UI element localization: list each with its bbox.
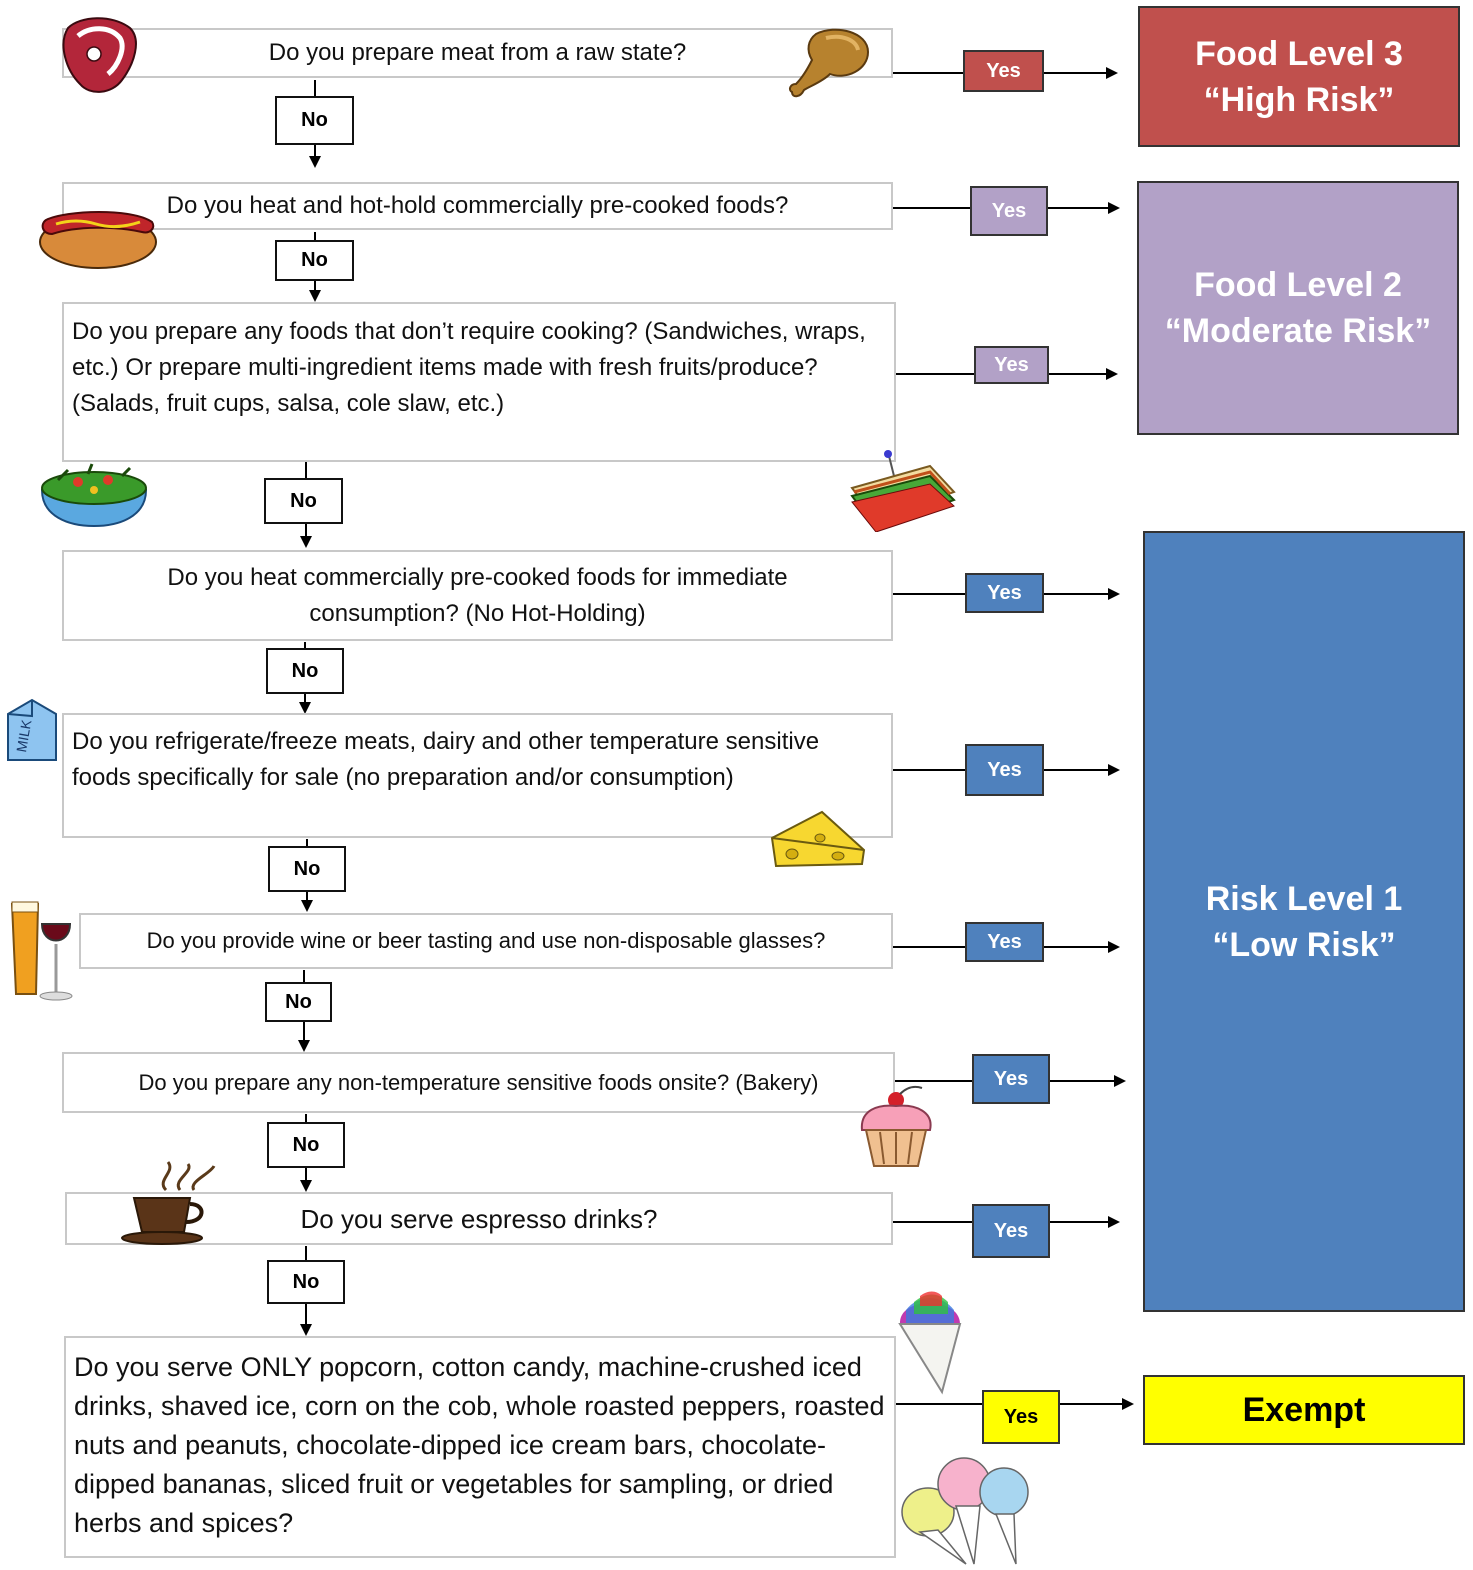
chicken-leg-icon — [788, 28, 870, 98]
question-box-1: Do you prepare meat from a raw state? — [62, 28, 893, 78]
question-box-2: Do you heat and hot-hold commercially pr… — [62, 182, 893, 230]
svg-text:MILK: MILK — [13, 718, 35, 754]
yes-label: Yes — [963, 50, 1044, 92]
level-title: Risk Level 1 — [1205, 879, 1403, 918]
yes-label: Yes — [972, 1204, 1050, 1258]
cupcake-icon — [860, 1085, 932, 1167]
hot-dog-icon — [39, 211, 157, 269]
cotton-candy-icon — [901, 1457, 1029, 1565]
question-text: Do you prepare meat from a raw state? — [268, 39, 687, 66]
no-label: No — [267, 1122, 345, 1168]
level-title: Food Level 2 — [1194, 266, 1402, 304]
milk-carton-icon: MILK — [7, 698, 57, 761]
sandwich-icon — [850, 450, 956, 532]
food-level-2-box: Food Level 2 “Moderate Risk” — [1137, 181, 1459, 435]
question-box-8: Do you serve espresso drinks? — [65, 1192, 893, 1245]
question-text: Do you prepare any foods that don’t requ… — [72, 318, 866, 417]
level-subtitle: “Low Risk” — [1212, 925, 1396, 964]
no-label: No — [268, 846, 346, 892]
yes-label: Yes — [972, 1054, 1050, 1104]
yes-label: Yes — [965, 922, 1044, 962]
question-box-4: Do you heat commercially pre-cooked food… — [62, 550, 893, 641]
level-subtitle: “High Risk” — [1203, 80, 1395, 119]
yes-label: Yes — [965, 573, 1044, 613]
no-label: No — [267, 1260, 345, 1304]
no-label: No — [266, 648, 344, 694]
level-title: Exempt — [1242, 1391, 1366, 1429]
exempt-box: Exempt — [1143, 1375, 1465, 1445]
cheese-icon — [770, 810, 866, 868]
question-text: Do you provide wine or beer tasting and … — [146, 928, 826, 953]
yes-label: Yes — [970, 186, 1048, 236]
level-title: Food Level 3 — [1195, 34, 1403, 73]
question-box-5: Do you refrigerate/freeze meats, dairy a… — [62, 713, 893, 838]
question-box-7: Do you prepare any non-temperature sensi… — [62, 1052, 895, 1113]
question-text: Do you heat commercially pre-cooked food… — [167, 563, 788, 627]
question-text: Do you serve ONLY popcorn, cotton candy,… — [74, 1352, 885, 1538]
steak-icon — [62, 17, 137, 93]
risk-level-1-box: Risk Level 1 “Low Risk” — [1143, 531, 1465, 1312]
question-box-3: Do you prepare any foods that don’t requ… — [62, 302, 896, 462]
snow-cone-icon — [898, 1291, 962, 1395]
food-level-3-box: Food Level 3 “High Risk” — [1138, 6, 1460, 147]
yes-label: Yes — [965, 744, 1044, 796]
no-label: No — [264, 478, 343, 524]
level-subtitle: “Moderate Risk” — [1164, 312, 1432, 350]
yes-label: Yes — [982, 1390, 1060, 1444]
question-text: Do you serve espresso drinks? — [300, 1203, 658, 1234]
beer-wine-icon — [10, 901, 73, 1001]
coffee-cup-icon — [121, 1161, 216, 1245]
question-box-9: Do you serve ONLY popcorn, cotton candy,… — [64, 1336, 896, 1558]
question-text: Do you heat and hot-hold commercially pr… — [166, 192, 789, 219]
yes-label: Yes — [974, 346, 1049, 384]
no-label: No — [275, 96, 354, 145]
no-label: No — [275, 240, 354, 281]
no-label: No — [265, 982, 332, 1022]
question-box-6: Do you provide wine or beer tasting and … — [79, 913, 893, 969]
question-text: Do you prepare any non-temperature sensi… — [138, 1069, 819, 1095]
salad-bowl-icon — [40, 463, 148, 528]
question-text: Do you refrigerate/freeze meats, dairy a… — [72, 728, 820, 791]
